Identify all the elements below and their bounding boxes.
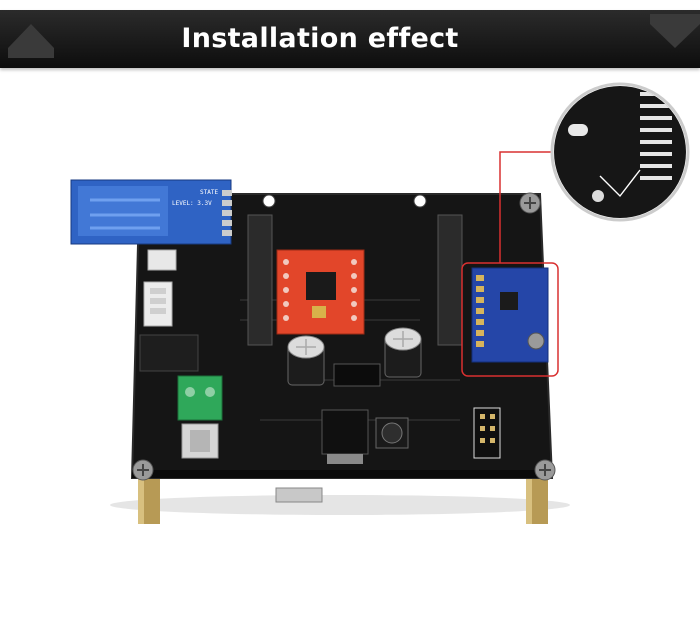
highlight-box	[461, 151, 565, 377]
screw-icon	[132, 459, 154, 481]
screw-icon	[534, 459, 556, 481]
product-photo: STATE LEVEL: 3.3V	[70, 82, 690, 524]
terminal-block	[177, 375, 223, 421]
svg-text:STATE: STATE	[200, 189, 218, 196]
svg-text:LEVEL: 3.3V: LEVEL: 3.3V	[172, 200, 212, 207]
inductor	[375, 417, 409, 449]
pin-header	[473, 407, 501, 459]
banner-title: Installation effect	[181, 23, 459, 54]
screw-icon	[519, 192, 541, 214]
capacitor-470	[287, 335, 325, 386]
chevron-up-icon	[8, 24, 54, 58]
bluetooth-module: STATE LEVEL: 3.3V	[70, 179, 232, 245]
title-banner: Installation effect	[0, 10, 700, 68]
power-switch	[181, 423, 219, 459]
capacitor-220	[384, 327, 422, 378]
standoff-left	[138, 478, 160, 524]
imu-module	[471, 267, 549, 363]
chevron-down-icon	[650, 14, 700, 48]
motor-driver-board	[276, 249, 365, 335]
zoom-callout	[550, 82, 690, 222]
standoff-right	[526, 478, 548, 524]
